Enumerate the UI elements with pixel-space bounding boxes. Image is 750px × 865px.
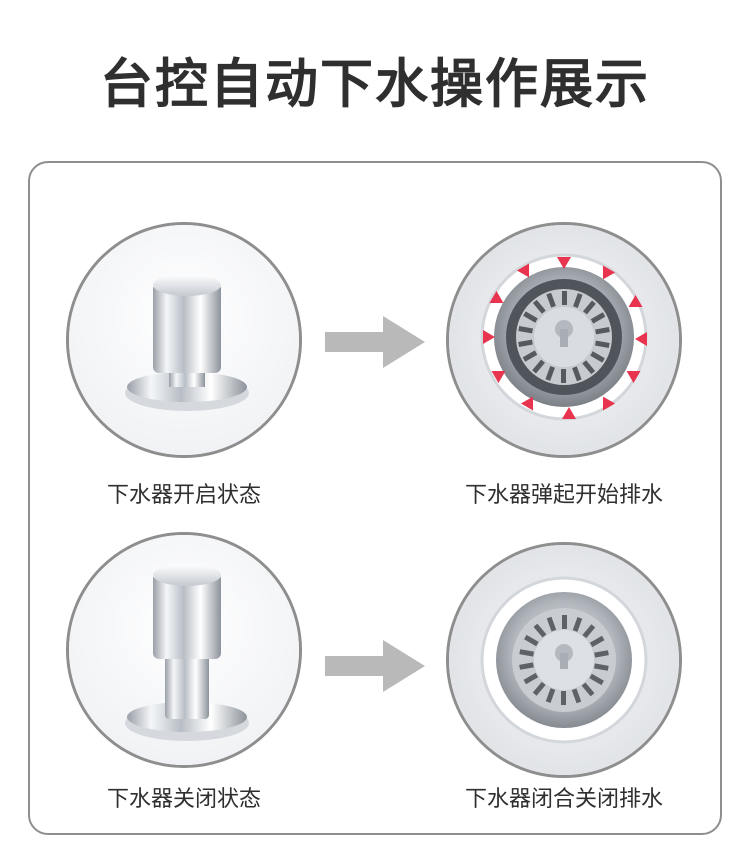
- drain-open-photo: [446, 222, 682, 458]
- caption-drain-closed: 下水器闭合关闭排水: [464, 787, 663, 812]
- caption-open-state: 下水器开启状态: [106, 483, 261, 508]
- button-closed-photo: [66, 532, 302, 768]
- flow-arrows-icon: [483, 257, 647, 419]
- caption-closed-state: 下水器关闭状态: [106, 787, 261, 812]
- button-open-photo: [66, 222, 302, 458]
- right-arrow-icon: [325, 316, 425, 368]
- drain-closed-photo: [446, 542, 682, 778]
- page-title: 台控自动下水操作展示: [100, 54, 650, 115]
- right-arrow-icon: [325, 640, 425, 692]
- caption-drain-open: 下水器弹起开始排水: [464, 483, 663, 508]
